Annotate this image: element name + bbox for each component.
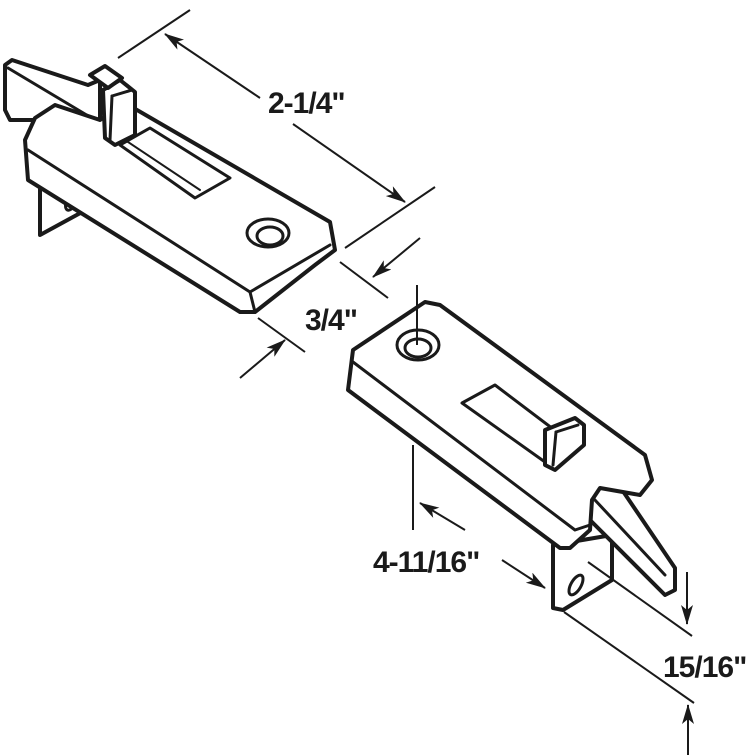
sash-lock-right-part (346, 300, 677, 612)
dimension-height: 15/16" (563, 561, 747, 755)
dimension-label-length: 2-1/4" (268, 87, 345, 120)
lock-body-right (346, 300, 654, 550)
dimension-label-hole-spacing: 4-11/16" (373, 546, 479, 579)
screw-slot-right (567, 573, 585, 597)
slot-left (118, 126, 232, 200)
dimension-label-width: 3/4" (305, 304, 357, 337)
screw-hole-left-inner (255, 225, 285, 247)
dimension-width: 3/4" (239, 237, 421, 379)
dimension-label-height: 15/16" (663, 651, 746, 684)
dimension-length-top: 2-1/4" (117, 9, 436, 249)
screw-hole-left-outer (245, 217, 291, 249)
dimension-hole-spacing: 4-11/16" (373, 285, 546, 589)
lock-body-left (23, 101, 337, 314)
sash-lock-left-part (3, 58, 337, 314)
latch-tongue-left (3, 58, 102, 122)
